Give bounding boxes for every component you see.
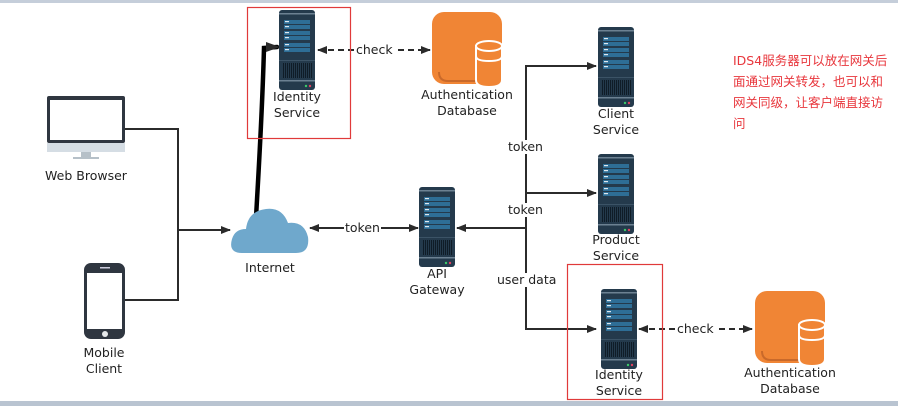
edge-internet-to-identity [253,44,280,221]
mobile-client-label-line2: Client [85,361,123,376]
product-service-label-line1: Product [592,232,640,247]
client-service-label: Client Service [576,106,656,138]
auth-db-top-label: Authentication Database [412,87,522,119]
highlight-box-top [246,6,352,140]
identity-service-bottom-label: Identity Service [579,367,659,399]
auth-db-top-label-line1: Authentication [421,87,513,102]
smartphone-icon [84,263,125,339]
identity-top-label-line2: Service [273,105,321,120]
edge-label-check-bottom: check [676,321,715,336]
server-icon-identity-bottom [601,289,637,369]
server-icon-product-service [598,154,634,234]
api-gateway-label: API Gateway [397,266,477,298]
client-service-label-line1: Client [597,106,635,121]
auth-db-bottom-label: Authentication Database [735,365,845,397]
edge-label-token-product: token [507,202,544,217]
server-icon-client-service [598,27,634,107]
identity-bottom-label-line1: Identity [595,367,643,382]
auth-db-top-label-line2: Database [437,103,497,118]
edge-label-token-client: token [507,139,544,154]
product-service-label: Product Service [576,232,656,264]
web-browser-label: Web Browser [45,168,127,183]
annotation-note: IDS4服务器可以放在网关后面通过网关转发，也可以和网关同级，让客户端直接访问 [733,53,888,131]
api-gateway-label-line1: API [427,266,447,281]
edge-label-check-top: check [355,42,394,57]
server-icon-identity-top [279,10,315,90]
bottom-border [0,401,898,406]
edge-label-token-gateway: token [344,220,381,235]
database-icon-bottom [754,290,826,367]
mobile-client-label-line1: Mobile [83,345,125,360]
identity-top-label-line1: Identity [273,89,321,104]
auth-db-bottom-label-line2: Database [760,381,820,396]
identity-bottom-label-line2: Service [595,383,643,398]
auth-db-bottom-label-line1: Authentication [744,365,836,380]
top-border [0,0,898,3]
highlight-box-bottom [566,263,664,401]
identity-service-top-label: Identity Service [257,89,337,121]
mobile-client-label: Mobile Client [64,345,144,377]
api-gateway-label-line2: Gateway [409,282,465,297]
product-service-label-line2: Service [592,248,640,263]
database-icon-top [431,11,503,88]
server-icon-api-gateway [419,187,455,267]
monitor-icon [47,96,125,159]
client-service-label-line2: Service [592,122,640,137]
edge-clients-to-internet [124,128,231,301]
edge-label-user-data: user data [496,272,558,287]
internet-label: Internet [245,260,295,275]
cloud-icon [231,208,309,253]
edge-gateway-to-services [456,62,597,333]
